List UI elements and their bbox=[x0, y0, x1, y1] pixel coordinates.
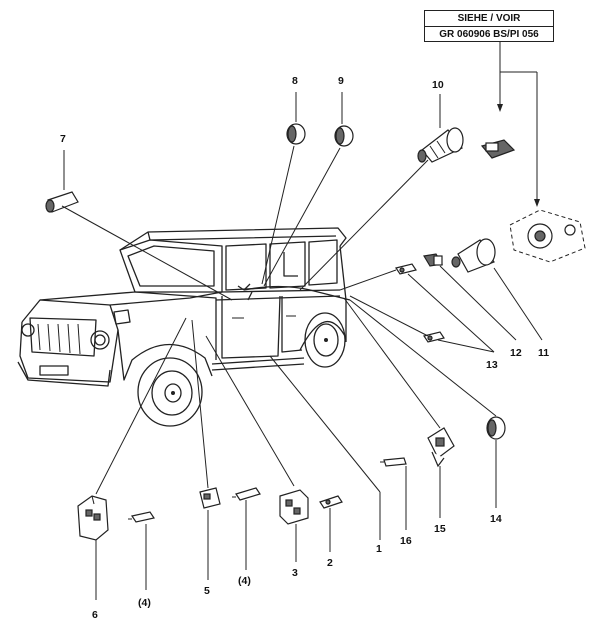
reference-box: SIEHE / VOIR GR 060906 BS/PI 056 bbox=[424, 10, 554, 42]
callout-5: 5 bbox=[204, 585, 210, 597]
callout-6: 6 bbox=[92, 609, 98, 621]
vehicle-body bbox=[17, 227, 351, 427]
reference-line-2: GR 060906 BS/PI 056 bbox=[439, 29, 539, 40]
part-8-grommet bbox=[286, 123, 306, 145]
callout-4-left: (4) bbox=[138, 597, 151, 609]
part-15-connector-housing bbox=[427, 427, 455, 468]
part-2-pin bbox=[319, 495, 343, 509]
part-relay-block bbox=[480, 139, 516, 159]
part-6-connector bbox=[77, 495, 109, 541]
part-7-grommet-tube bbox=[45, 191, 79, 213]
callout-8: 8 bbox=[292, 75, 298, 87]
part-5-connector bbox=[199, 487, 221, 509]
callout-4-middle: (4) bbox=[238, 575, 251, 587]
callout-7: 7 bbox=[60, 133, 66, 145]
part-14-grommet bbox=[486, 416, 506, 440]
part-3-connector bbox=[279, 489, 309, 525]
part-16-terminal-pin bbox=[380, 457, 407, 467]
callout-1: 1 bbox=[376, 543, 382, 555]
callout-13: 13 bbox=[486, 359, 498, 371]
part-9-grommet bbox=[334, 125, 354, 147]
callout-16: 16 bbox=[400, 535, 412, 547]
part-13-terminal-lower bbox=[423, 331, 445, 343]
part-11-boot bbox=[451, 238, 496, 273]
part-10-boot bbox=[417, 127, 464, 163]
part-4-pin-middle bbox=[232, 487, 261, 501]
reference-bracket bbox=[497, 42, 540, 207]
part-13-terminal-upper bbox=[395, 263, 417, 275]
callout-3: 3 bbox=[292, 567, 298, 579]
callout-15: 15 bbox=[434, 523, 446, 535]
callout-labels: 7 8 9 10 11 12 13 14 15 16 1 2 3 (4) 5 (… bbox=[60, 75, 549, 621]
part-dashed-assembly bbox=[509, 209, 586, 263]
part-12-connector bbox=[423, 253, 443, 267]
reference-line-1: SIEHE / VOIR bbox=[425, 11, 553, 27]
part-4-pin-left bbox=[128, 511, 155, 523]
callout-11: 11 bbox=[538, 347, 549, 359]
callout-10: 10 bbox=[432, 79, 444, 91]
callout-12: 12 bbox=[510, 347, 522, 359]
leader-lines bbox=[61, 92, 543, 600]
callout-9: 9 bbox=[338, 75, 344, 87]
callout-2: 2 bbox=[327, 557, 333, 569]
callout-14: 14 bbox=[490, 513, 502, 525]
